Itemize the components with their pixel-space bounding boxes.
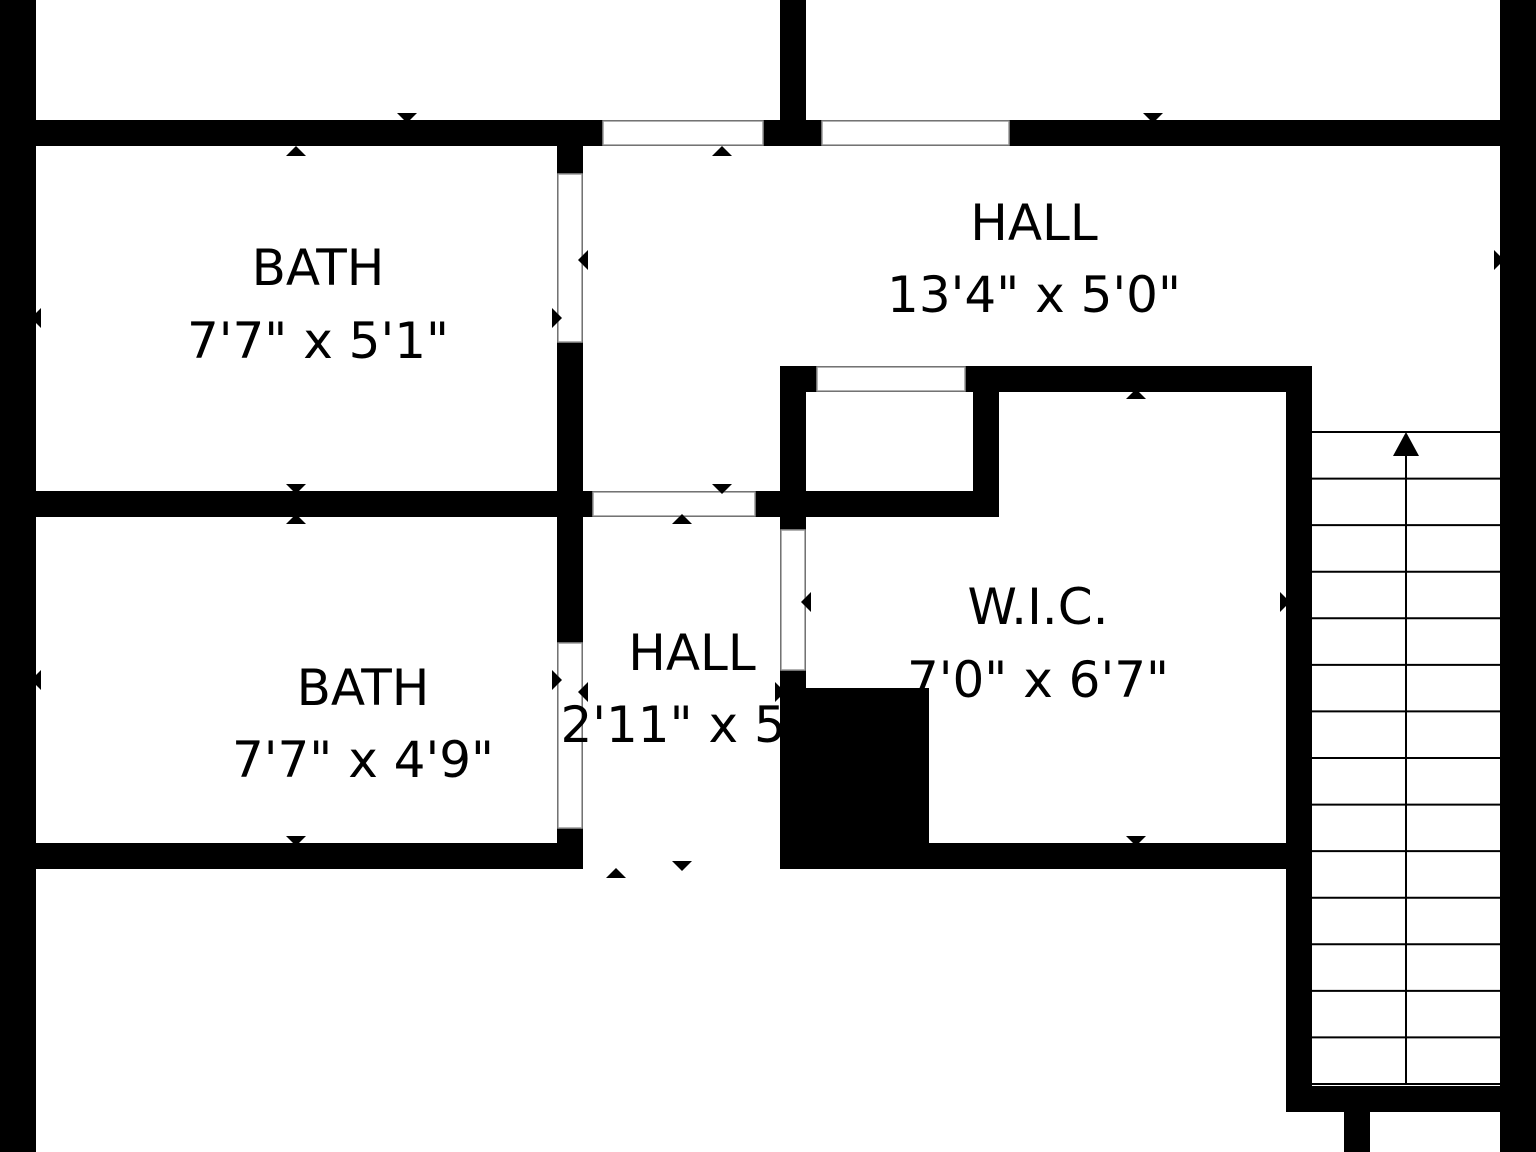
- wall-outer-right: [1500, 0, 1536, 1152]
- wall-outer-left: [0, 0, 36, 1152]
- stairs: [1312, 431, 1500, 1085]
- dimension-marker-icon: [286, 146, 306, 156]
- door-openings: [557, 120, 1010, 829]
- room-dims-bath-upper: 7'7" x 5'1": [187, 312, 449, 370]
- dimension-marker-icon: [31, 308, 41, 328]
- room-name-wic: W.I.C.: [967, 578, 1108, 636]
- dimension-marker-icon: [801, 592, 811, 612]
- room-dims-bath-lower: 7'7" x 4'9": [232, 731, 494, 789]
- wall-top-horizontal: [36, 120, 1500, 146]
- wall-wic-right: [1286, 366, 1312, 1112]
- dimension-marker-icon: [1126, 836, 1146, 846]
- dimension-marker-icon: [578, 250, 588, 270]
- dimension-marker-icon: [286, 514, 306, 524]
- door-bath-lower: [557, 642, 583, 829]
- room-dims-hall-main: 13'4" x 5'0": [887, 266, 1181, 324]
- door-hall-small-top: [592, 491, 756, 517]
- dimension-marker-icon: [1280, 592, 1290, 612]
- dimension-marker-icon: [578, 682, 588, 702]
- dimension-marker-icon: [31, 670, 41, 690]
- door-hall-top-left: [602, 120, 764, 146]
- dimension-marker-icon: [672, 861, 692, 871]
- dimension-marker-icon: [1126, 389, 1146, 399]
- dimension-marker-icon: [606, 868, 626, 878]
- dimension-marker-icon: [775, 682, 785, 702]
- dimension-marker-icon: [1494, 250, 1504, 270]
- door-closet: [816, 366, 966, 392]
- chase-block: [806, 688, 929, 848]
- door-bath-upper: [557, 173, 583, 343]
- dimension-markers: [31, 113, 1504, 878]
- dimension-marker-icon: [1143, 113, 1163, 123]
- dimension-marker-icon: [552, 308, 562, 328]
- wall-closet-bottom: [806, 491, 999, 517]
- door-hall-top-right: [821, 120, 1010, 146]
- stair-up-arrow-icon: [1393, 432, 1419, 456]
- dimension-marker-icon: [712, 146, 732, 156]
- wall-stair-post: [1344, 1086, 1370, 1152]
- wall-bath-lower-bottom: [36, 843, 582, 869]
- dimension-marker-icon: [397, 113, 417, 123]
- dimension-marker-icon: [712, 484, 732, 494]
- dimension-marker-icon: [672, 514, 692, 524]
- room-dims-wic: 7'0" x 6'7": [907, 651, 1169, 709]
- door-wic: [780, 529, 806, 671]
- dimension-marker-icon: [286, 836, 306, 846]
- dimension-marker-icon: [286, 484, 306, 494]
- wall-stair-bottom: [1286, 1086, 1500, 1112]
- room-dims-hall-small: 2'11" x 5': [560, 696, 799, 754]
- room-name-bath-upper: BATH: [252, 239, 385, 297]
- room-name-hall-main: HALL: [970, 194, 1098, 252]
- room-name-hall-small: HALL: [628, 624, 756, 682]
- dimension-marker-icon: [552, 670, 562, 690]
- room-name-bath-lower: BATH: [297, 659, 430, 717]
